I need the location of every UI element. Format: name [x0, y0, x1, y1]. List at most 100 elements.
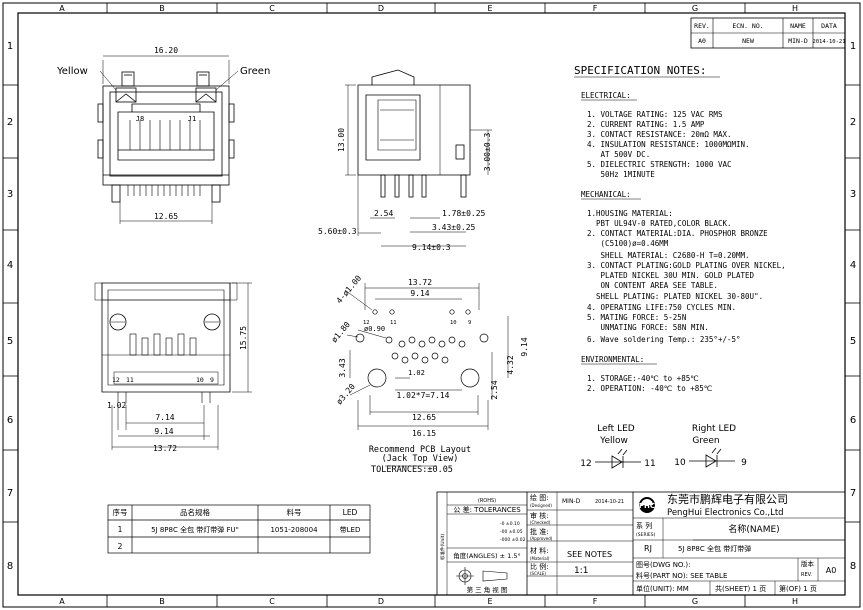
col-label-c-bottom: C [269, 597, 275, 606]
parts-head-no: 序号 [113, 507, 128, 517]
col-label-a-bottom: A [59, 597, 65, 606]
row-label-3: 3 [7, 189, 13, 200]
tb-tol-3: -000 ±0.02 [500, 537, 526, 543]
rev-head: REV. [694, 22, 710, 30]
mechanical-item: ON CONTENT AREA SEE TABLE. [587, 281, 718, 290]
tb-series-val: RJ [644, 544, 652, 553]
tb-name-head: 名称(NAME) [728, 523, 779, 535]
dim-pitch: 12.65 [154, 212, 178, 221]
tb-checked-en: (Checked) [530, 520, 551, 525]
j1-label: J1 [188, 115, 196, 123]
left-led-pin-a: 12 [580, 459, 591, 469]
tb-material-val: SEE NOTES [567, 550, 612, 559]
parts-row1-led: 带LED [340, 526, 361, 534]
col-label-e: E [487, 4, 492, 13]
front-view [97, 55, 239, 224]
pcb-tolerance: TOLERANCES:±0.05 [371, 465, 453, 475]
tb-angles: 角度(ANGLES) ± 1.5° [453, 551, 520, 560]
spec-notes: SPECIFICATION NOTES: ELECTRICAL: [574, 64, 720, 101]
tb-approved-en: (Approved) [530, 536, 553, 541]
yellow-label: Yellow [56, 66, 88, 77]
col-label-c: C [269, 4, 275, 13]
mechanical-item: PBT UL94V-0 RATED,COLOR BLACK. [587, 219, 732, 228]
mechanical-item: SHELL PLATING: PLATED NICKEL 30-80U". [587, 292, 763, 301]
pcb-dim-914: 9.14 [410, 289, 429, 298]
pcb-dim-1615: 16.15 [412, 429, 436, 438]
bv-dim-1575: 15.75 [239, 326, 248, 350]
row-label-7: 7 [7, 488, 13, 499]
bv-dim-714: 7.14 [155, 413, 174, 422]
left-led-pin-b: 11 [644, 459, 655, 469]
environmental-item: 1. STORAGE:-40℃ to +85℃ [587, 374, 699, 383]
tb-logo-text: PHC [639, 502, 655, 510]
row-label-4: 4 [7, 260, 13, 271]
dim-side-height: 13.00 [337, 128, 346, 152]
pcb-pin-9: 9 [468, 320, 471, 326]
mechanical-item: 2. CONTACT MATERIAL:DIA. PHOSPHOR BRONZE [587, 229, 768, 238]
rev-value: A0 [698, 37, 706, 45]
title-side-text: 标准件(Unit) [439, 534, 446, 560]
date-value: 2014-10-21 [812, 39, 845, 45]
parts-row1-pn: 1051-208004 [270, 526, 318, 534]
revision-table: REV. ECN. NO. NAME DATA A0 NEW MIN-D 201… [690, 17, 846, 49]
tb-sheet: 共(SHEET) 1 页 [715, 584, 766, 593]
parts-head-pn: 料号 [287, 507, 302, 517]
pcb-hole-180: ø1.80 [330, 320, 352, 344]
pcb-dim-432: 4.32 [506, 355, 515, 374]
parts-row1-no: 1 [118, 525, 123, 534]
row-label-4-right: 4 [850, 260, 856, 271]
electrical-item: 5. DIELECTRIC STRENGTH: 1000 VAC [587, 160, 732, 169]
pcb-caption-2: (Jack Top View) [382, 454, 459, 464]
parts-head-led: LED [343, 508, 358, 517]
pcb-pin-11: 11 [390, 320, 397, 326]
tb-third-angle: 第 三 角 视 图 [467, 585, 508, 594]
left-led-color: Yellow [599, 436, 628, 446]
electrical-item: 3. CONTACT RESISTANCE: 20mΩ MAX. [587, 130, 732, 139]
data-head: DATA [821, 22, 837, 30]
pcb-hole-090: ø0.90 [364, 325, 385, 333]
tb-of: 第(OF) 1 页 [779, 584, 817, 593]
parts-row2-no: 2 [118, 542, 123, 551]
mechanical-item: UNMATING FORCE: 58N MIN. [587, 323, 709, 332]
mechanical-item: 6. Wave soldering Temp.: 235°+/-5° [587, 335, 741, 344]
inner-border [17, 12, 846, 596]
col-label-g-bottom: G [692, 597, 698, 606]
pcb-dim-343: 3.43 [338, 358, 347, 377]
col-label-h-bottom: H [792, 597, 798, 606]
company-logo [639, 497, 655, 513]
dim-side-3: 3.00±0.3 [483, 133, 492, 172]
col-label-a: A [59, 4, 65, 13]
pcb-dim-254: 2.54 [490, 380, 499, 399]
right-led-pin-b: 9 [741, 458, 747, 468]
bv-pin-9: 9 [210, 376, 214, 384]
mechanical-item: 1.HOUSING MATERIAL: [587, 209, 673, 218]
mechanical-item: SHELL MATERIAL: C2680-H T=0.20MM. [587, 251, 750, 260]
pcb-dim-914v: 9.14 [520, 337, 529, 356]
tb-tol-1: -0 ±0.10 [500, 521, 520, 527]
col-label-f-bottom: F [593, 597, 598, 606]
col-label-g: G [692, 4, 698, 13]
pcb-caption-1: Recommend PCB Layout [369, 445, 471, 455]
side-view [345, 69, 492, 247]
row-label-5-right: 5 [850, 336, 856, 347]
tb-version-en: REV. [801, 572, 812, 578]
pcb-dim-1372: 13.72 [408, 278, 432, 287]
tb-company-en: PengHui Electronics Co.,Ltd [667, 508, 784, 518]
mechanical-item: PLATED NICKEL 30U MIN. GOLD PLATED [587, 271, 755, 280]
electrical-item: 1. VOLTAGE RATING: 125 VAC RMS [587, 110, 723, 119]
tb-version-val: A0 [826, 566, 837, 575]
row-label-1: 1 [7, 41, 13, 52]
tb-approved: 批 准: [530, 527, 549, 536]
bv-pin-10: 10 [196, 376, 204, 384]
row-label-5: 5 [7, 336, 13, 347]
row-label-7-right: 7 [850, 488, 856, 499]
bv-dim-914: 9.14 [154, 427, 173, 436]
parts-row1-name: 5J 8P8C 全包 带灯带弹 FU" [151, 525, 239, 534]
tb-tolerance-label: 公 差: TOLERANCES [453, 505, 521, 514]
tb-scale-val: 1:1 [574, 566, 588, 576]
row-label-2: 2 [7, 117, 13, 128]
dim-side-560: 5.60±0.3 [318, 227, 357, 236]
